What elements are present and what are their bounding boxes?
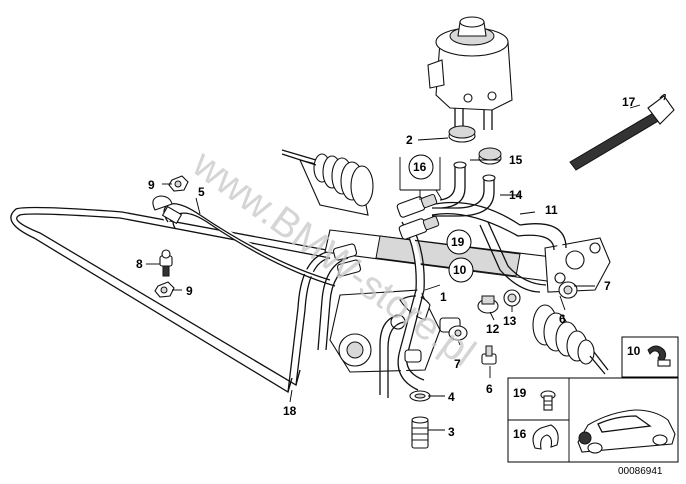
legend-box-19-16: 19 16	[507, 377, 679, 463]
short-hose-16	[439, 161, 467, 209]
clip-icon-16	[532, 424, 559, 450]
threaded-fitting-part-3	[411, 416, 429, 449]
seal-ring-part-4	[409, 390, 431, 402]
callout-12: 12	[486, 322, 500, 336]
leader-lines	[146, 104, 641, 431]
callout-5: 5	[198, 185, 205, 199]
nut-part-9-lower	[154, 281, 175, 298]
hose-clamp-part-2	[448, 125, 476, 143]
callout-17: 17	[622, 95, 636, 109]
banjo-bolt-part-13	[503, 289, 521, 307]
callout-15: 15	[509, 153, 523, 167]
callout-19-circle: 19	[446, 229, 472, 255]
callout-16: 16	[413, 160, 427, 174]
legend-16-label: 16	[513, 427, 527, 441]
callout-14: 14	[509, 188, 523, 202]
callout-9-lower: 9	[186, 284, 193, 298]
callout-labels: 1 2 3 4 5 6 6 7 7 8 9 9 10 11 12 13 14 1…	[136, 95, 636, 439]
hose-part-5	[152, 195, 336, 287]
callout-2: 2	[406, 133, 413, 147]
legend-box-10: 10	[621, 336, 679, 378]
callout-13: 13	[503, 314, 517, 328]
bolt-part-7-upper	[558, 281, 578, 299]
callout-9-upper: 9	[148, 178, 155, 192]
car-silhouette	[577, 409, 676, 454]
fluid-reservoir	[427, 16, 513, 130]
right-bellows	[532, 304, 595, 365]
hose-part-14	[432, 174, 496, 217]
callout-10-circle: 10	[448, 257, 474, 283]
bolt-icon-19	[540, 390, 556, 411]
cable-tie-part-17	[569, 93, 675, 171]
bolt-part-6-lower	[481, 345, 497, 365]
left-bellows	[313, 153, 374, 207]
callout-6-lower: 6	[486, 382, 493, 396]
legend-10-label: 10	[627, 344, 641, 358]
callout-11: 11	[545, 203, 558, 217]
callout-7-lower: 7	[454, 357, 461, 371]
legend-19-label: 19	[513, 386, 527, 400]
steering-rack	[281, 149, 611, 375]
nut-part-9-upper	[168, 175, 189, 192]
callout-4: 4	[448, 390, 455, 404]
callout-6-upper: 6	[559, 312, 566, 326]
callout-18: 18	[283, 404, 297, 418]
hose-clamp-part-15	[478, 147, 502, 165]
callout-10: 10	[453, 263, 467, 277]
callout-7-upper: 7	[604, 279, 611, 293]
callout-16-circle: 16	[408, 154, 434, 180]
diagram-id: 00086941	[618, 466, 663, 477]
sensor-part-8	[159, 249, 173, 277]
callout-1: 1	[440, 290, 447, 304]
callout-3: 3	[448, 425, 455, 439]
banjo-bolt-part-12	[477, 295, 499, 314]
callout-8: 8	[136, 257, 143, 271]
callout-19: 19	[451, 235, 465, 249]
